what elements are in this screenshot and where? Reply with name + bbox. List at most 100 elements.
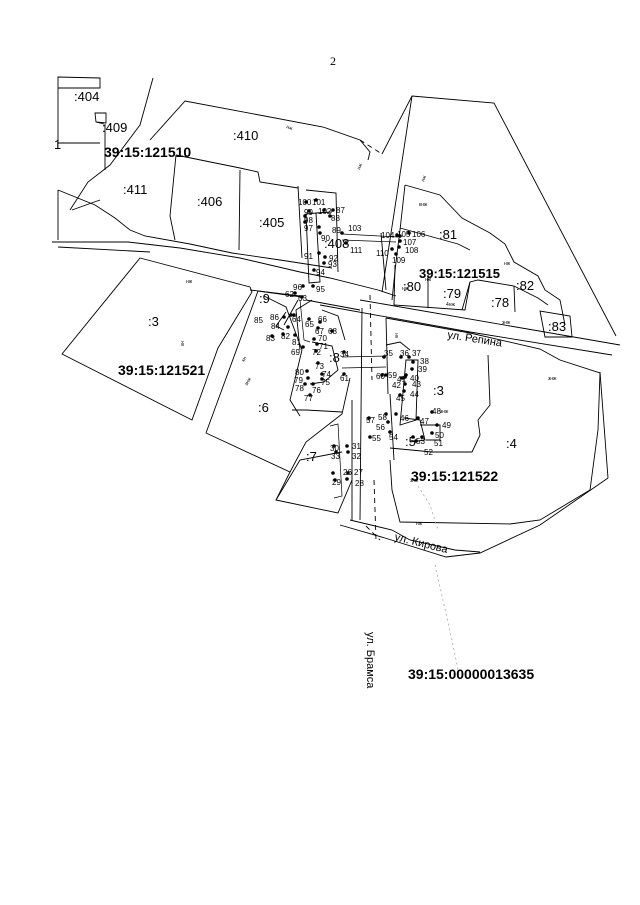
point-marker-85 [282,315,286,319]
point-marker-26 [331,471,335,475]
point-number-79: 79 [294,376,303,385]
point-number-102: 102 [318,207,332,216]
map-labels: 39:15:12151039:15:12151539:15:12152139:1… [54,89,566,689]
point-number-53: 53 [416,437,425,446]
point-number-50: 50 [435,431,444,440]
building-mark: кн [394,333,400,338]
point-number-109: 109 [392,256,406,265]
point-number-35: 35 [384,349,393,358]
point-number-89: 89 [332,226,341,235]
point-marker-100 [304,200,308,204]
point-number-60: 60 [376,372,385,381]
block-number-block-121522: 39:15:121522 [411,468,498,484]
block-number-block-121521: 39:15:121521 [118,362,205,378]
point-number-71: 71 [319,342,328,351]
parcel-label: :82 [516,278,534,293]
point-marker-101 [314,198,318,202]
point-marker-92 [323,255,327,259]
point-marker-97 [303,220,307,224]
building-mark: нж [416,521,423,527]
point-marker-32 [346,450,350,454]
point-number-55: 55 [372,434,381,443]
point-number-100: 100 [298,198,312,207]
parcel-boundaries [52,76,621,681]
point-number-54: 54 [389,433,398,442]
building-mark: знж [244,376,254,387]
parcel-label: :3 [433,383,444,398]
point-marker-63 [300,295,304,299]
point-marker-58 [384,412,388,416]
point-marker-108 [397,245,401,249]
point-marker-52 [414,439,418,443]
point-number-108: 108 [405,246,419,255]
point-number-97: 97 [304,224,313,233]
page-number: 2 [330,54,336,68]
point-marker-78 [303,382,307,386]
building-mark: нж [356,162,364,170]
block-number-block-13635: 39:15:00000013635 [408,666,534,682]
point-number-65: 65 [305,320,314,329]
point-number-63: 63 [298,294,307,303]
point-number-66: 66 [318,315,327,324]
parcel-label: :80 [403,279,421,294]
point-number-93: 93 [328,260,337,269]
point-number-62: 62 [285,290,294,299]
point-marker-28 [345,477,349,481]
point-marker-70 [312,337,316,341]
point-marker-29 [333,478,337,482]
point-marker-41 [403,375,407,379]
point-marker-35 [382,355,386,359]
point-marker-33 [334,450,338,454]
point-marker-69 [301,345,305,349]
point-number-67: 67 [315,327,324,336]
point-marker-79 [306,376,310,380]
point-marker-56 [386,420,390,424]
parcel-label: :7 [306,449,317,464]
point-marker-66 [318,320,322,324]
point-marker-60 [380,373,384,377]
point-marker-65 [307,317,311,321]
point-marker-110 [390,247,394,251]
point-number-38: 38 [420,357,429,366]
point-number-47: 47 [420,417,429,426]
point-number-52: 52 [424,448,433,457]
point-number-32: 32 [352,452,361,461]
point-number-69: 69 [291,348,300,357]
point-marker-71 [315,342,319,346]
street-label-bramsa: ул. Брамса [364,632,376,689]
point-marker-53 [411,435,415,439]
parcel-label: :78 [491,295,509,310]
point-marker-39 [410,367,414,371]
point-number-98: 98 [304,216,313,225]
point-number-45: 45 [396,394,405,403]
point-marker-38 [411,360,415,364]
point-number-80: 80 [295,368,304,377]
point-marker-87 [331,208,335,212]
parcel-label: 1 [54,137,61,152]
point-number-73: 73 [315,362,324,371]
point-marker-62 [293,291,297,295]
point-number-78: 78 [295,384,304,393]
building-mark: нж [186,279,193,285]
point-marker-80 [305,369,309,373]
point-number-92: 92 [329,254,338,263]
parcel-label: :9 [259,291,270,306]
point-number-70: 70 [318,334,327,343]
point-number-34: 34 [340,350,349,359]
point-marker-93 [322,261,326,265]
point-marker-68 [330,329,334,333]
point-number-74: 74 [322,370,331,379]
point-number-51: 51 [434,439,443,448]
street-label-kirova: ул. Кирова [393,531,450,556]
point-number-42: 42 [392,381,401,390]
building-mark: знж [440,409,449,415]
point-number-27: 27 [354,468,363,477]
point-marker-90 [318,231,322,235]
point-number-96: 96 [293,283,302,292]
point-number-61: 61 [340,374,349,383]
point-number-40: 40 [410,374,419,383]
point-marker-54 [388,430,392,434]
building-mark: кн [180,341,186,346]
building-mark: знж [410,478,419,484]
point-marker-57 [367,416,371,420]
